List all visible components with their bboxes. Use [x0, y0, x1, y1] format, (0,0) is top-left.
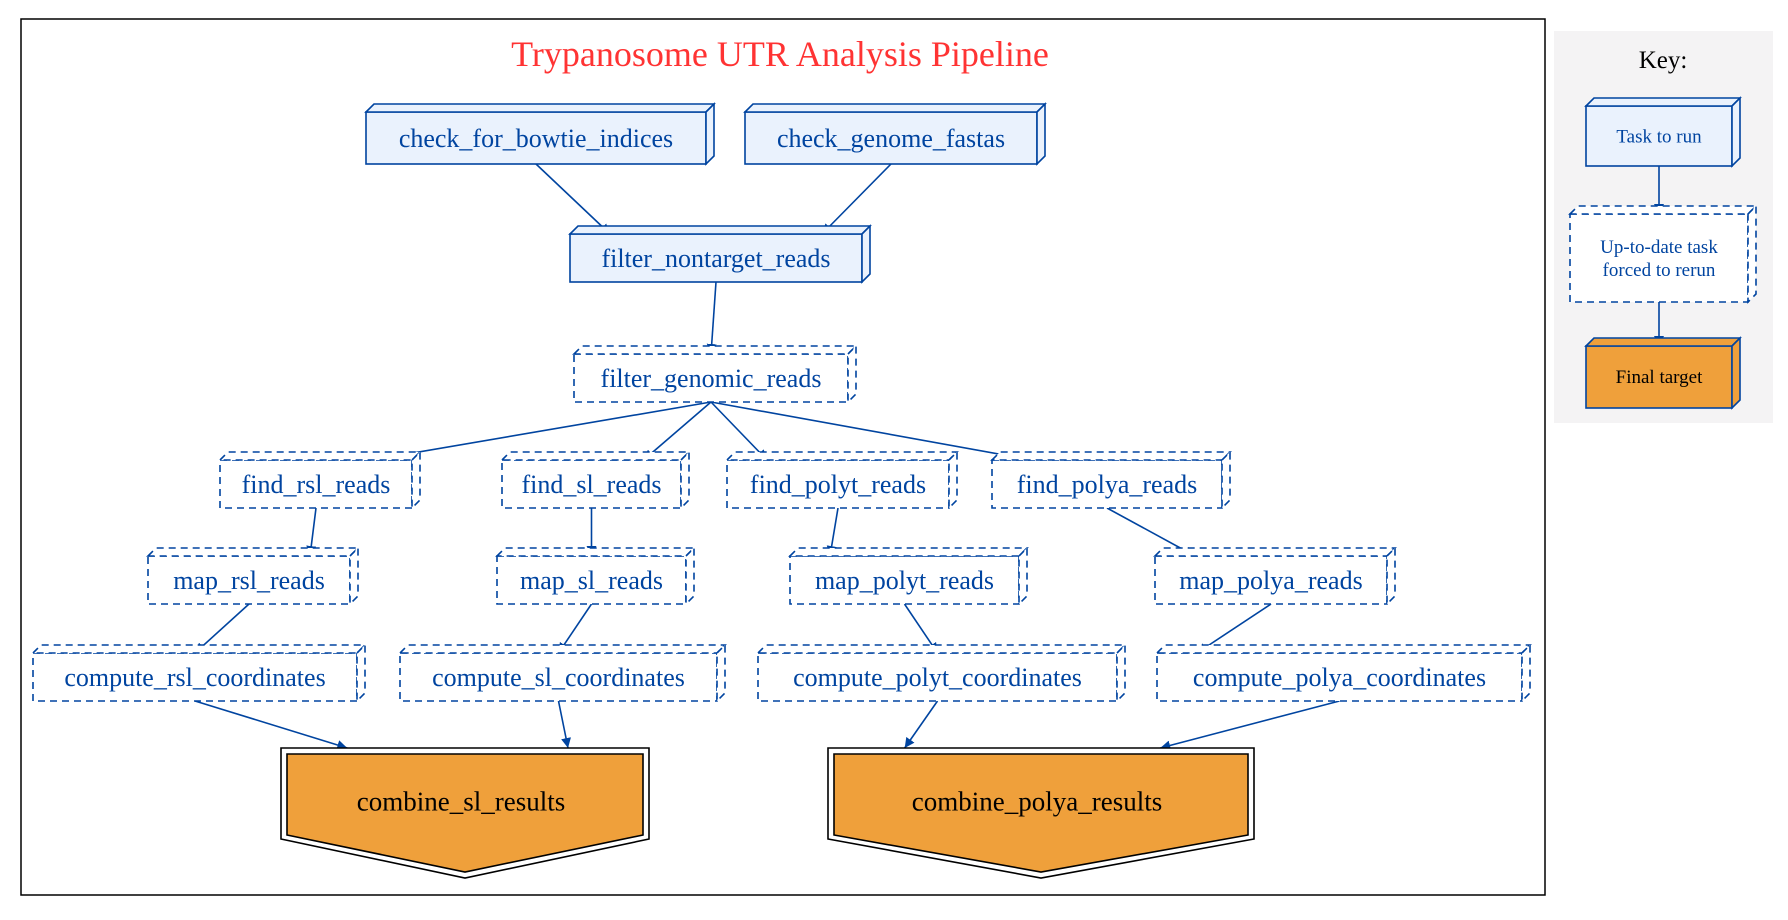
edge-filter-genomic-reads-to-find-polya-reads	[710, 401, 1033, 464]
task-node-find-rsl-reads[interactable]: find_rsl_reads	[218, 450, 422, 510]
task-node-map-polyt-reads[interactable]: map_polyt_reads	[788, 546, 1029, 606]
nodes-layer: check_for_bowtie_indices check_genome_fas…	[31, 102, 1532, 879]
task-node-combine-polya-results[interactable]: combine_polya_results	[827, 747, 1255, 879]
edge-filter-nontarget-reads-to-filter-genomic-reads	[706, 281, 717, 355]
task-node-combine-sl-results[interactable]: combine_sl_results	[280, 747, 650, 879]
task-node-map-polya-reads[interactable]: map_polya_reads	[1153, 546, 1397, 606]
task-label-filter-genomic-reads: filter_genomic_reads	[601, 364, 822, 393]
edge-compute-polyt-coordinates-to-combine-polya-results	[904, 700, 939, 749]
key-label-line: forced to rerun	[1603, 260, 1716, 281]
key-label-key-final-target: Final target	[1616, 367, 1703, 388]
edge-compute-polya-coordinates-to-combine-polya-results	[1160, 700, 1340, 751]
task-node-compute-sl-coordinates[interactable]: compute_sl_coordinates	[398, 643, 727, 703]
edge-filter-genomic-reads-to-find-sl-reads	[643, 401, 712, 461]
task-node-check-for-bowtie-indices[interactable]: check_for_bowtie_indices	[364, 102, 716, 166]
edge-check-genome-fastas-to-filter-nontarget-reads	[821, 163, 892, 235]
task-label-compute-sl-coordinates: compute_sl_coordinates	[432, 663, 685, 692]
edge-filter-genomic-reads-to-find-polyt-reads	[710, 401, 768, 461]
key-title: Key:	[1639, 47, 1688, 74]
task-label-find-rsl-reads: find_rsl_reads	[242, 470, 391, 499]
task-node-filter-genomic-reads[interactable]: filter_genomic_reads	[572, 344, 858, 404]
task-label-find-sl-reads: find_sl_reads	[521, 470, 661, 499]
key-label-line: Up-to-date task	[1600, 237, 1718, 258]
edges-layer	[194, 163, 1340, 751]
task-node-find-sl-reads[interactable]: find_sl_reads	[500, 450, 691, 510]
task-label-find-polyt-reads: find_polyt_reads	[750, 470, 926, 499]
task-label-compute-polya-coordinates: compute_polya_coordinates	[1193, 663, 1486, 692]
task-node-filter-nontarget-reads[interactable]: filter_nontarget_reads	[568, 224, 872, 284]
task-label-compute-rsl-coordinates: compute_rsl_coordinates	[64, 663, 325, 692]
task-label-filter-nontarget-reads: filter_nontarget_reads	[601, 244, 830, 273]
task-label-map-polyt-reads: map_polyt_reads	[815, 566, 994, 595]
key-label-key-task-to-run: Task to run	[1616, 126, 1702, 147]
edge-compute-rsl-coordinates-to-combine-sl-results	[194, 700, 348, 750]
task-label-map-sl-reads: map_sl_reads	[520, 566, 663, 595]
task-label-combine-polya-results: combine_polya_results	[912, 786, 1162, 816]
edge-compute-sl-coordinates-to-combine-sl-results	[557, 700, 571, 749]
task-label-combine-sl-results: combine_sl_results	[357, 786, 565, 816]
task-label-check-genome-fastas: check_genome_fastas	[777, 124, 1005, 153]
task-label-map-polya-reads: map_polya_reads	[1179, 566, 1362, 595]
edge-check-for-bowtie-indices-to-filter-nontarget-reads	[535, 163, 611, 235]
pipeline-title: Trypanosome UTR Analysis Pipeline	[511, 34, 1049, 74]
task-label-compute-polyt-coordinates: compute_polyt_coordinates	[793, 663, 1082, 692]
task-label-check-for-bowtie-indices: check_for_bowtie_indices	[399, 124, 673, 153]
edge-map-polyt-reads-to-compute-polyt-coordinates	[903, 603, 939, 654]
task-node-check-genome-fastas[interactable]: check_genome_fastas	[743, 102, 1047, 166]
task-node-find-polya-reads[interactable]: find_polya_reads	[990, 450, 1232, 510]
key-node-key-final-target: Final target	[1584, 336, 1742, 410]
task-node-map-sl-reads[interactable]: map_sl_reads	[495, 546, 696, 606]
task-label-find-polya-reads: find_polya_reads	[1017, 470, 1198, 499]
edge-map-polya-reads-to-compute-polya-coordinates	[1196, 603, 1272, 654]
task-node-compute-polya-coordinates[interactable]: compute_polya_coordinates	[1155, 643, 1532, 703]
edge-filter-genomic-reads-to-find-rsl-reads	[371, 401, 712, 464]
task-label-map-rsl-reads: map_rsl_reads	[173, 566, 325, 595]
task-node-map-rsl-reads[interactable]: map_rsl_reads	[146, 546, 360, 606]
task-node-compute-polyt-coordinates[interactable]: compute_polyt_coordinates	[756, 643, 1127, 703]
edge-map-sl-reads-to-compute-sl-coordinates	[557, 603, 593, 654]
task-node-compute-rsl-coordinates[interactable]: compute_rsl_coordinates	[31, 643, 367, 703]
key-node-key-task-to-run: Task to run	[1584, 96, 1742, 168]
task-node-find-polyt-reads[interactable]: find_polyt_reads	[725, 450, 959, 510]
